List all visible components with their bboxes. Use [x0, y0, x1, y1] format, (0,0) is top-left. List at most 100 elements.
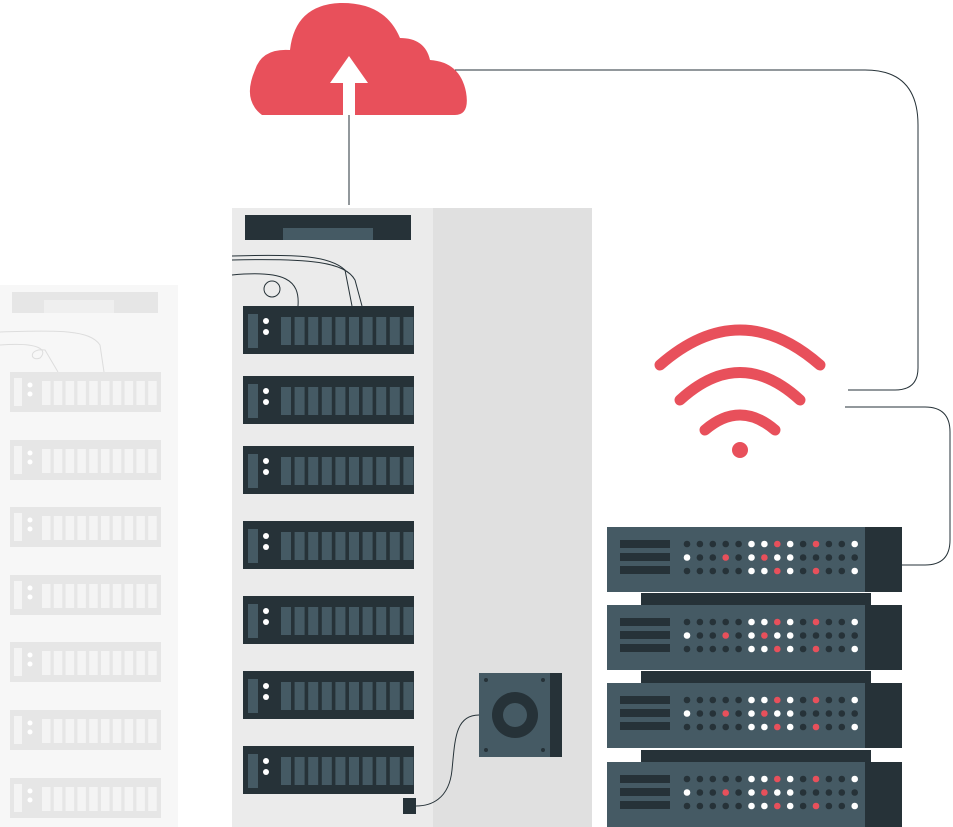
status-led — [838, 775, 846, 783]
status-led — [761, 710, 768, 717]
status-led — [825, 567, 833, 575]
status-led — [799, 723, 807, 731]
status-led — [774, 567, 781, 575]
status-led — [786, 645, 794, 653]
status-led — [761, 632, 768, 639]
status-led — [735, 723, 742, 731]
network-server — [607, 750, 902, 827]
network-server — [607, 527, 902, 592]
status-led — [825, 802, 833, 810]
status-led — [838, 618, 846, 626]
status-led — [735, 775, 742, 783]
status-led — [838, 540, 846, 548]
faded-rack-unit — [10, 507, 161, 547]
status-led — [812, 540, 820, 548]
status-led — [709, 802, 717, 810]
status-led — [851, 789, 858, 796]
status-led — [851, 723, 858, 731]
status-led — [838, 802, 846, 810]
faded-rack-unit — [10, 440, 161, 480]
status-led — [774, 645, 781, 653]
status-led — [696, 802, 704, 810]
status-led — [709, 540, 717, 548]
rack-unit — [243, 306, 414, 354]
status-led — [748, 696, 755, 704]
status-led — [838, 696, 846, 704]
cloud-upload-icon — [249, 2, 467, 115]
status-led — [761, 789, 768, 796]
status-led — [735, 632, 742, 639]
status-led — [722, 632, 729, 639]
rack-unit — [243, 446, 414, 494]
status-led — [683, 645, 691, 653]
status-led — [774, 632, 781, 639]
faded-rack-unit — [10, 778, 161, 818]
status-led — [786, 567, 794, 575]
status-led — [851, 645, 858, 653]
fan-icon — [479, 673, 562, 757]
status-led — [799, 632, 807, 639]
status-led — [774, 540, 781, 548]
status-led — [825, 775, 833, 783]
status-led — [786, 540, 794, 548]
status-led — [812, 789, 820, 796]
status-led — [799, 696, 807, 704]
status-led — [748, 710, 755, 717]
status-led — [851, 554, 858, 561]
status-led — [709, 789, 717, 796]
status-led — [838, 554, 846, 561]
status-led — [825, 632, 833, 639]
status-led — [696, 696, 704, 704]
status-led — [851, 540, 858, 548]
status-led — [825, 554, 833, 561]
status-led — [774, 710, 781, 717]
status-led — [838, 567, 846, 575]
status-led — [735, 618, 742, 626]
status-led — [786, 696, 794, 704]
status-led — [683, 618, 691, 626]
status-led — [748, 618, 755, 626]
status-led — [799, 567, 807, 575]
status-led — [799, 775, 807, 783]
status-led — [722, 789, 729, 796]
status-led — [838, 789, 846, 796]
status-led — [722, 540, 729, 548]
status-led — [812, 618, 820, 626]
status-led — [799, 645, 807, 653]
status-led — [748, 540, 755, 548]
status-led — [709, 618, 717, 626]
status-led — [786, 632, 794, 639]
status-led — [748, 645, 755, 653]
status-led — [709, 710, 717, 717]
status-led — [786, 802, 794, 810]
status-led — [851, 567, 858, 575]
status-led — [696, 632, 704, 639]
status-led — [735, 554, 742, 561]
status-led — [851, 696, 858, 704]
status-led — [838, 645, 846, 653]
status-led — [709, 696, 717, 704]
rack-unit — [243, 746, 414, 794]
status-led — [761, 554, 768, 561]
status-led — [774, 696, 781, 704]
status-led — [799, 618, 807, 626]
status-led — [722, 645, 729, 653]
status-led — [696, 645, 704, 653]
status-led — [748, 723, 755, 731]
faded-rack — [0, 285, 178, 827]
status-led — [825, 710, 833, 717]
status-led — [709, 775, 717, 783]
status-led — [825, 645, 833, 653]
status-led — [761, 618, 768, 626]
status-led — [812, 696, 820, 704]
status-led — [722, 554, 729, 561]
status-led — [683, 540, 691, 548]
status-led — [722, 618, 729, 626]
status-led — [683, 567, 691, 575]
status-led — [812, 775, 820, 783]
rack-unit — [243, 596, 414, 644]
status-led — [735, 802, 742, 810]
status-led — [748, 554, 755, 561]
status-led — [722, 567, 729, 575]
